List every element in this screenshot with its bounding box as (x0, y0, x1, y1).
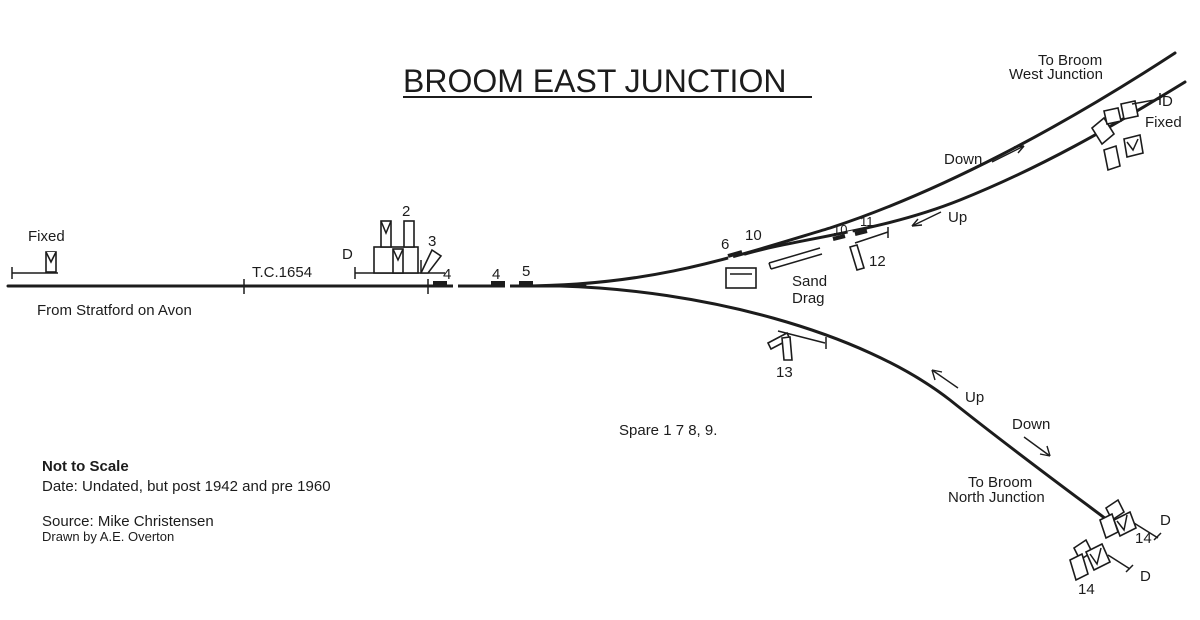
gap-marker-4 (847, 230, 854, 237)
signal-12 (848, 227, 889, 271)
label-drag: Drag (792, 290, 825, 307)
label-from-stratford: From Stratford on Avon (37, 302, 192, 319)
label-down-west: Down (944, 151, 982, 168)
ground-signal-11 (854, 229, 868, 236)
label-track-circuit: T.C.1654 (252, 264, 312, 281)
note-source: Source: Mike Christensen (42, 513, 214, 530)
label-signal-14b: 14 (1078, 581, 1095, 598)
label-signal-10a: 10 (745, 227, 762, 244)
north-junction-track (558, 284, 1112, 524)
ground-signal-6 (727, 250, 743, 258)
label-up-north: Up (965, 389, 984, 406)
label-signal-10b: 10 (833, 222, 847, 237)
note-drawn-by: Drawn by A.E. Overton (42, 529, 174, 544)
label-signal-12: 12 (869, 253, 886, 270)
signal-13 (766, 330, 827, 361)
north-signal-gantry-a (1099, 498, 1162, 541)
label-to-west-1: To Broom (1038, 52, 1102, 69)
label-signal-13: 13 (776, 364, 793, 381)
label-signal-14a: 14 (1135, 530, 1152, 547)
arrow-down-west (991, 145, 1025, 163)
label-signal-4b: 4 (492, 266, 500, 283)
label-signal-6: 6 (721, 236, 729, 253)
arrow-up-north (931, 369, 959, 389)
label-d-west: D (1162, 93, 1173, 110)
label-down-north: Down (1012, 416, 1050, 433)
label-fixed-left: Fixed (28, 228, 65, 245)
north-signal-gantry-b (1069, 538, 1134, 582)
west-down-track (518, 51, 1177, 288)
signal-box (725, 267, 757, 289)
arrow-down-north (1023, 436, 1051, 457)
label-up-west: Up (948, 209, 967, 226)
ground-signal-10 (832, 234, 846, 241)
label-to-north-1: To Broom (968, 474, 1032, 491)
label-signal-4a: 4 (443, 266, 451, 283)
arrow-up-west (911, 211, 942, 227)
sand-drag (768, 247, 823, 270)
west-up-track (743, 80, 1187, 256)
label-sand: Sand (792, 273, 827, 290)
label-to-west-2: West Junction (1009, 66, 1103, 83)
label-d-box: D (342, 246, 353, 263)
label-signal-2: 2 (402, 203, 410, 220)
fixed-signal-left (11, 251, 58, 279)
west-signal-gantry (1090, 93, 1161, 172)
label-spare: Spare 1 7 8, 9. (619, 422, 717, 439)
label-signal-3: 3 (428, 233, 436, 250)
label-fixed-west: Fixed (1145, 114, 1182, 131)
label-to-north-2: North Junction (948, 489, 1045, 506)
label-d-north-b: D (1140, 568, 1151, 585)
note-scale: Not to Scale (42, 458, 129, 475)
note-date: Date: Undated, but post 1942 and pre 196… (42, 478, 331, 495)
signal-gantry-home (354, 220, 445, 279)
label-signal-5: 5 (522, 263, 530, 280)
diagram-title: BROOM EAST JUNCTION (403, 63, 786, 99)
label-signal-11: 11 (860, 214, 874, 229)
label-d-north-a: D (1160, 512, 1171, 529)
